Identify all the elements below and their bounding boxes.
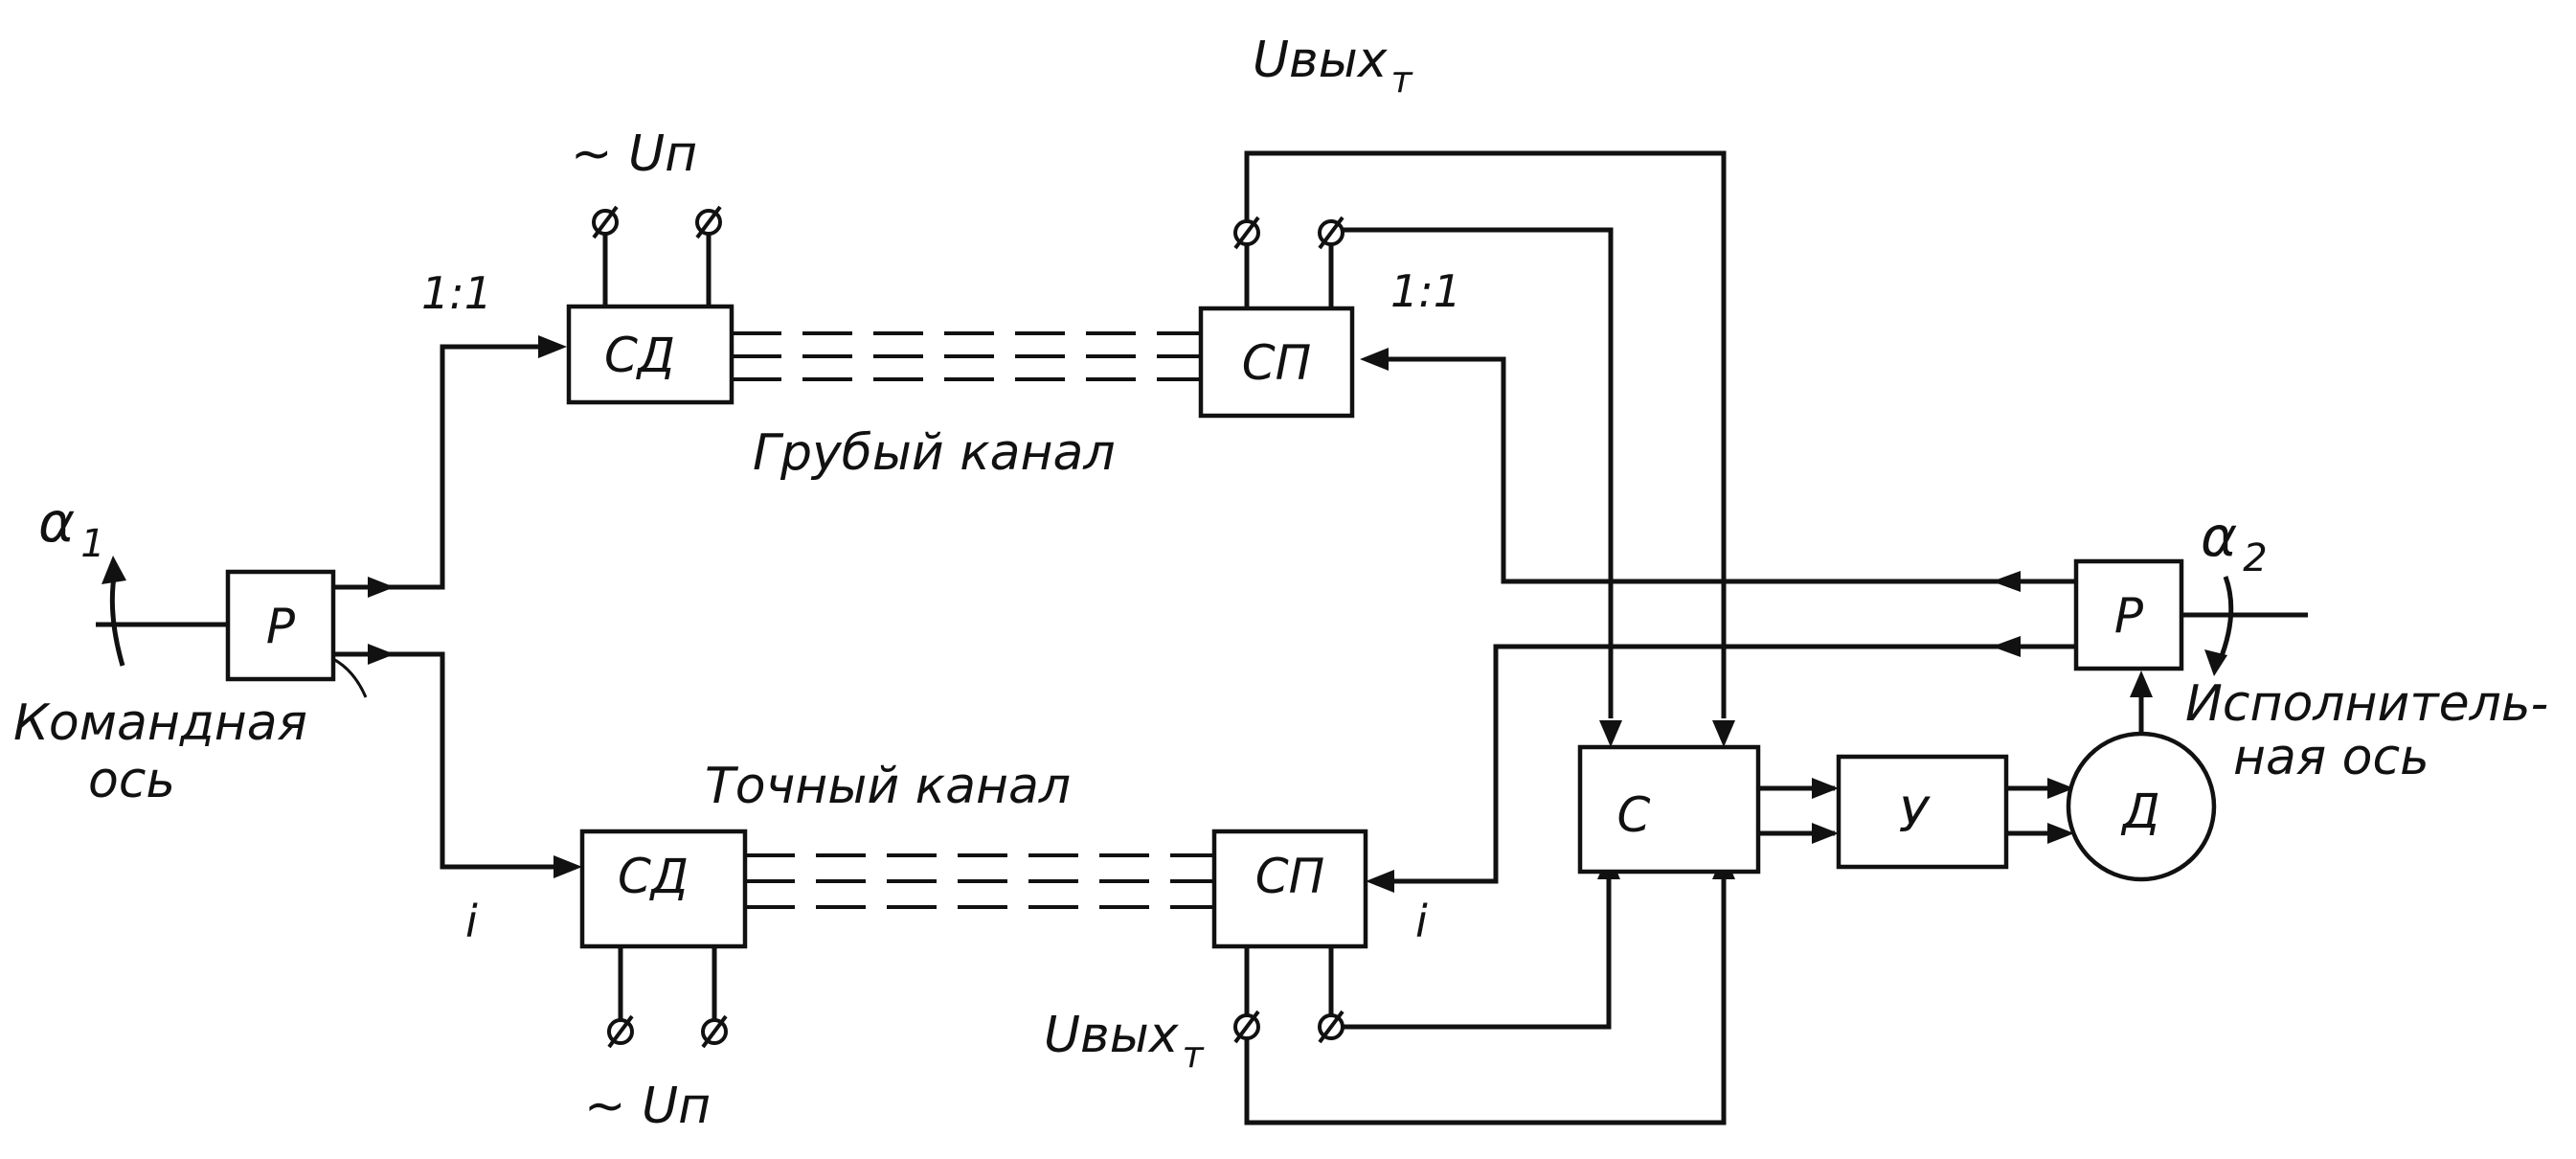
terminal-sd-fine-a [607,1014,634,1049]
wire-r2-to-sp-fine [1385,644,2076,884]
executive-axis-label-line2: ная ось [2233,729,2429,786]
arrow-r1-out-bottom [368,644,395,665]
wire-r1-to-sd-coarse [333,344,548,590]
wire-sp-fine-out-a [1244,879,1727,1125]
block-sp-coarse: СП [1198,306,1355,419]
executive-axis-arrow [2204,649,2227,676]
arrow-into-sp-coarse [1360,348,1389,371]
arrow-into-y-top [1812,778,1839,799]
ratio-coarse-sp: 1:1 [1390,265,1461,317]
sp-coarse-label: СП [1242,335,1312,391]
terminal-sp-fine-a [1233,1010,1260,1044]
wire-r2-to-sp-coarse [1379,356,2076,584]
block-r-executive: Р [2073,558,2184,671]
block-motor: Д [2066,731,2217,882]
arrow-into-c-top-b [1712,720,1735,747]
command-axis-arrow [102,556,126,584]
coarse-channel-label: Грубый канал [753,424,1116,482]
motor-label: Д [2120,784,2159,839]
wires [96,150,2308,1125]
arrow-into-r2 [2130,670,2153,697]
wire-sp-fine-out-b [1328,879,1612,1030]
arrow-into-sd-fine [554,855,582,878]
ratio-fine-sd: i [465,896,478,947]
command-axis-leader [332,657,368,698]
block-summator: С [1577,744,1761,875]
terminal-sd-coarse-a [592,205,619,239]
wire-r1-to-sd-fine [333,651,563,870]
terminal-sp-fine-b [1318,1010,1344,1044]
ratio-coarse-sd: 1:1 [421,267,492,319]
command-axis-label-line1: Командная [13,694,307,752]
executive-axis-hook [2217,576,2234,662]
arrow-into-d-bottom [2047,823,2074,844]
executive-axis-label-line1: Исполнитель- [2185,675,2548,733]
block-r-command: Р [225,569,336,682]
arrow-into-c-top-a [1599,720,1622,747]
supply-bottom-label: ~ Uп [584,1078,711,1135]
terminal-sd-fine-b [701,1014,728,1049]
r-executive-label: Р [2114,588,2144,644]
command-axis-hook [109,570,125,667]
terminal-sp-coarse-b [1318,216,1344,250]
wire-sp-coarse-loop [1244,150,1727,718]
ratio-fine-sp: i [1415,896,1428,947]
block-sp-fine: СП [1211,829,1368,949]
arrow-into-sd-coarse [538,335,567,358]
terminal-sp-coarse-a [1233,216,1260,250]
fine-channel-label: Точный канал [705,758,1071,815]
arrow-into-sp-fine [1366,870,1394,893]
arrow-into-y-bottom [1812,823,1839,844]
arrow-r2-out-top [1992,571,2021,592]
arrow-into-d-top [2047,778,2074,799]
terminal-sd-coarse-b [695,205,722,239]
sd-fine-label: СД [618,849,689,904]
sd-coarse-label: СД [604,328,675,383]
sp-fine-label: СП [1255,849,1325,904]
r-command-label: Р [266,599,296,654]
arrow-r2-out-bottom [1992,636,2021,657]
amplifier-label: У [1899,787,1932,843]
arrow-r1-out-top [368,577,395,598]
synchro-links [732,331,1214,909]
terminals [592,205,1344,1049]
command-axis-label-line2: ось [88,752,175,809]
block-sd-fine: СД [579,829,748,949]
block-sd-coarse: СД [566,304,734,405]
summator-label: С [1617,787,1651,843]
block-amplifier: У [1836,754,2009,870]
supply-top-label: ~ Uп [571,125,697,183]
